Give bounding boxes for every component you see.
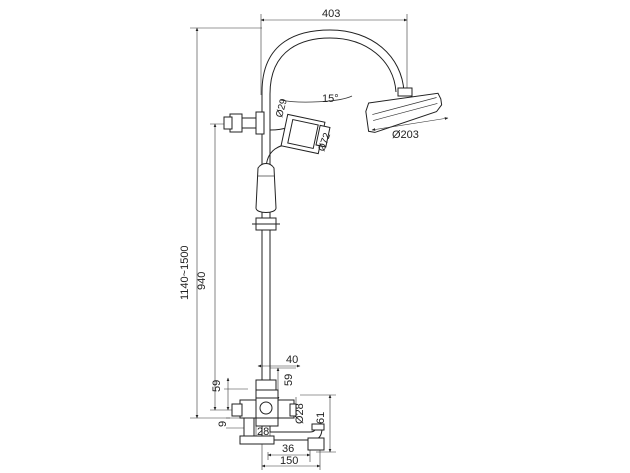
slide-holder <box>252 217 280 231</box>
riser-grip <box>255 163 277 213</box>
label-spout-36: 36 <box>282 443 294 455</box>
dim-left-59: 59 <box>211 377 248 411</box>
diverter-filter: Ø72 <box>265 113 333 171</box>
shower-head: Ø203 <box>365 87 449 141</box>
label-height-range: 1140~1500 <box>179 245 191 300</box>
angle-annotation: 15° <box>279 93 353 105</box>
dim-height-range: 1140~1500 <box>179 27 262 419</box>
label-small-28: 28 <box>257 426 269 438</box>
label-height-fixed: 940 <box>196 272 208 290</box>
label-left-59: 59 <box>211 380 223 392</box>
label-spout-diameter: Ø28 <box>294 403 306 424</box>
label-right-59: 59 <box>283 374 295 386</box>
dim-height-fixed: 940 <box>196 123 232 411</box>
label-angle: 15° <box>322 93 339 105</box>
dim-height-61: 61 <box>300 394 336 453</box>
label-head-diameter: Ø203 <box>392 129 419 141</box>
dim-width-top: 403 <box>260 8 408 95</box>
top-control-knob <box>223 111 265 135</box>
label-pipe-diameter: Ø29 <box>274 97 290 119</box>
label-base-150: 150 <box>280 455 298 467</box>
riser-pipe <box>261 114 271 380</box>
label-width-top: 403 <box>322 8 340 20</box>
mixer-body <box>231 379 325 451</box>
dim-spout-36: 36 <box>267 443 311 462</box>
dim-base-150: 150 <box>261 440 321 470</box>
label-offset-40: 40 <box>286 354 298 366</box>
label-height-61: 61 <box>315 412 327 424</box>
dim-small-9: 9 <box>217 417 244 429</box>
gooseneck-arm <box>261 29 405 114</box>
dim-offset-40: 40 <box>257 354 301 368</box>
label-small-9: 9 <box>217 421 229 427</box>
